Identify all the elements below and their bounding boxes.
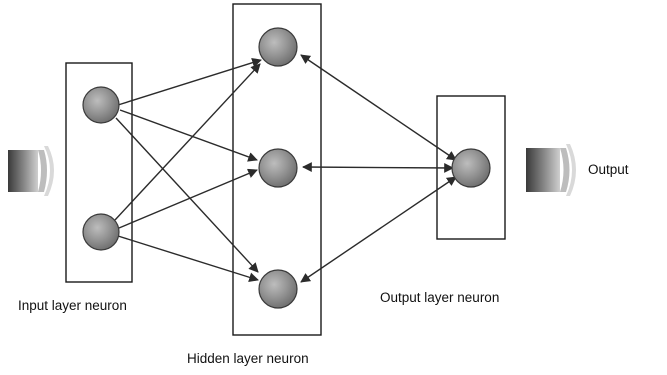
connection-arrow — [118, 168, 258, 229]
bidirectional-connection-arrow — [300, 176, 457, 283]
connection-arrow — [117, 57, 262, 106]
hidden-neuron — [258, 27, 298, 67]
connection-arrow — [119, 109, 258, 162]
hidden-layer-label: Hidden layer neuron — [187, 351, 309, 366]
bidirectional-connection-arrow — [300, 54, 457, 161]
connection-arrow — [114, 63, 261, 221]
output-signal-icon — [526, 144, 576, 196]
connection-arrow — [115, 117, 259, 273]
hidden-neuron — [258, 269, 298, 309]
input-layer-label: Input layer neuron — [18, 298, 127, 313]
connection-arrow — [117, 235, 259, 283]
input-neuron — [82, 213, 120, 251]
output-layer-label: Output layer neuron — [380, 290, 499, 305]
input-neuron — [82, 86, 120, 124]
output-neuron — [451, 148, 491, 188]
input-signal-icon — [8, 146, 54, 196]
input-to-hidden-connections — [114, 57, 262, 283]
bidirectional-connection-arrow — [302, 162, 454, 173]
hidden-neuron — [258, 148, 298, 188]
output-label: Output — [588, 162, 629, 177]
hidden-to-output-connections — [300, 54, 457, 283]
